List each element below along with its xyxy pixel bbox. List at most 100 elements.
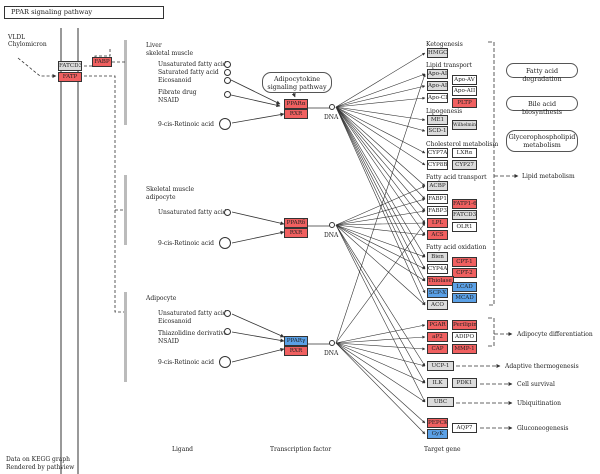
gene-scpx[interactable]: SCP-X: [427, 288, 448, 298]
gene-wilhelmina[interactable]: Wilhelmina: [452, 120, 477, 130]
dna-node-3: [329, 340, 335, 346]
ligand-retinoic-3: 9-cis-Retinoic acid: [158, 359, 214, 366]
gene-ucp1[interactable]: UCP-1: [427, 361, 454, 371]
gene-apoav[interactable]: Apo-AV: [452, 75, 477, 85]
regulation-edge: [335, 221, 426, 226]
dna-node-2: [329, 222, 335, 228]
rxr-node-1[interactable]: RXR: [284, 109, 308, 119]
ligand-node[interactable]: [224, 91, 231, 98]
regulation-edge: [335, 73, 426, 344]
gene-fatcd36[interactable]: FATCD36: [452, 210, 477, 220]
ppara-node[interactable]: PPARα: [284, 99, 308, 109]
chylomicron-label: Chylomicron: [8, 41, 47, 48]
adipocytokine-pathway-link[interactable]: Adipocytokine signaling pathway: [262, 72, 332, 93]
gene-scd1[interactable]: SCD-1: [427, 126, 448, 136]
gene-acs[interactable]: ACS: [427, 230, 448, 240]
gene-cyp4a1[interactable]: CYP4A11: [427, 264, 448, 274]
gene-me1[interactable]: ME1: [427, 115, 448, 125]
link-bile-acid[interactable]: Bile acid biosynthesis: [506, 96, 578, 116]
regulation-edge: [335, 224, 426, 403]
gene-hmgcs[interactable]: HMGCS: [427, 48, 448, 58]
gene-apoaii[interactable]: Apo-AII: [427, 81, 448, 91]
ligand-node[interactable]: [224, 69, 231, 76]
ligand-node[interactable]: [224, 209, 231, 216]
gene-lpl[interactable]: LPL: [427, 218, 448, 228]
ppard-node[interactable]: PPARδ: [284, 218, 308, 228]
ligand-node[interactable]: [224, 328, 231, 335]
ligand-nsaid-3: NSAID: [158, 338, 179, 345]
gene-adipo[interactable]: ADIPO: [452, 332, 477, 342]
ligand-node[interactable]: [224, 77, 231, 84]
gene-fabp1[interactable]: FABP1: [427, 194, 448, 204]
dna-node-1: [329, 104, 335, 110]
gene-mmp1[interactable]: MMP-1: [452, 344, 477, 354]
regulation-edge: [335, 106, 426, 187]
regulation-edge: [335, 106, 426, 270]
gene-ubc[interactable]: UBC: [427, 397, 454, 407]
gene-bien[interactable]: Bien: [427, 252, 448, 262]
rxr-node-3[interactable]: RXR: [284, 346, 308, 356]
section-target: Target gene: [424, 446, 461, 453]
gene-perilipin[interactable]: Perilipin: [452, 320, 477, 330]
header-fa-oxidation: Fatty acid oxidation: [426, 244, 487, 251]
dna-label-2: DNA: [324, 232, 339, 239]
fatcd36-node[interactable]: FATCD36: [58, 61, 82, 71]
gene-lxra[interactable]: LXRα: [452, 148, 477, 158]
gene-cyp27[interactable]: CYP27: [452, 160, 477, 170]
gene-pdk1[interactable]: PDK1: [452, 378, 477, 388]
gene-acbp[interactable]: ACBP: [427, 181, 448, 191]
outcome-ubiquitination: Ubiquitination: [517, 400, 562, 407]
ligand-retinoic-2: 9-cis-Retinoic acid: [158, 240, 214, 247]
gene-pgar[interactable]: PGAR: [427, 320, 448, 330]
ligand-eico-1: Eicosanoid: [158, 77, 192, 84]
section-tf: Transcription factor: [270, 446, 332, 453]
gene-ap2[interactable]: aP2: [427, 332, 448, 342]
gene-thiolase[interactable]: Thiolase B: [427, 276, 454, 286]
gene-apoa2b[interactable]: Apo-AII: [452, 86, 477, 96]
gene-lcad[interactable]: LCAD: [452, 282, 477, 292]
pparg-node[interactable]: PPARγ: [284, 336, 308, 346]
regulation-edge: [335, 224, 426, 270]
ligand-node-retinoic[interactable]: [219, 237, 231, 249]
rxr-node-2[interactable]: RXR: [284, 228, 308, 238]
ligand-node-retinoic[interactable]: [219, 356, 231, 368]
gene-olr1[interactable]: OLR1: [452, 222, 477, 232]
gene-cpt1[interactable]: CPT-1: [452, 257, 477, 267]
regulation-edge: [335, 342, 426, 424]
gene-apoa1[interactable]: Apo-AI: [427, 69, 448, 79]
ligand-eico-3: Eicosanoid: [158, 318, 192, 325]
gene-aqp7[interactable]: AQP7: [452, 423, 477, 433]
fabp-node[interactable]: FABP: [92, 57, 112, 67]
gene-gyk[interactable]: GyK: [427, 429, 448, 439]
regulation-edge: [335, 342, 426, 435]
regulation-edge: [335, 106, 426, 154]
ligand-node[interactable]: [224, 61, 231, 68]
ligand-unsat-1: Unsaturated fatty acid: [158, 61, 227, 68]
gene-apocii[interactable]: Apo-CIII: [427, 93, 448, 103]
ligand-tzd: Thiazolidine derivative: [158, 330, 228, 337]
regulation-edge: [335, 106, 426, 122]
gene-pltp[interactable]: PLTP: [452, 98, 477, 108]
tissue-adipocyte: Adipocyte: [146, 295, 177, 302]
gene-cap[interactable]: CAP: [427, 344, 448, 354]
gene-cyp7a1[interactable]: CYP7A1: [427, 148, 448, 158]
link-fa-degradation[interactable]: Fatty acid degradation: [506, 63, 578, 83]
regulation-edge: [335, 342, 426, 351]
gene-pepck[interactable]: PEPCK: [427, 418, 448, 428]
ligand-node[interactable]: [224, 310, 231, 317]
gene-fabp3[interactable]: FABP3: [427, 206, 448, 216]
gene-cyp8b1[interactable]: CYP8B1: [427, 160, 448, 170]
gene-ilk[interactable]: ILK: [427, 378, 448, 388]
fatp-node[interactable]: FATP: [58, 72, 82, 82]
tissue-muscle: Skeletal muscle: [146, 186, 195, 193]
gene-aco[interactable]: ACO: [427, 300, 448, 310]
bile-acid-label: Bile acid biosynthesis: [521, 100, 563, 116]
gene-cpt2[interactable]: CPT-2: [452, 268, 477, 278]
ligand-node-retinoic[interactable]: [219, 118, 231, 130]
link-glycerophospholipid[interactable]: Glycerophospholipid metabolism: [506, 130, 578, 152]
gene-fatp[interactable]: FATP1-6: [452, 199, 477, 209]
gene-mcad[interactable]: MCAD: [452, 293, 477, 303]
regulation-edge: [335, 52, 426, 108]
ligand-nsaid-1: NSAID: [158, 97, 179, 104]
